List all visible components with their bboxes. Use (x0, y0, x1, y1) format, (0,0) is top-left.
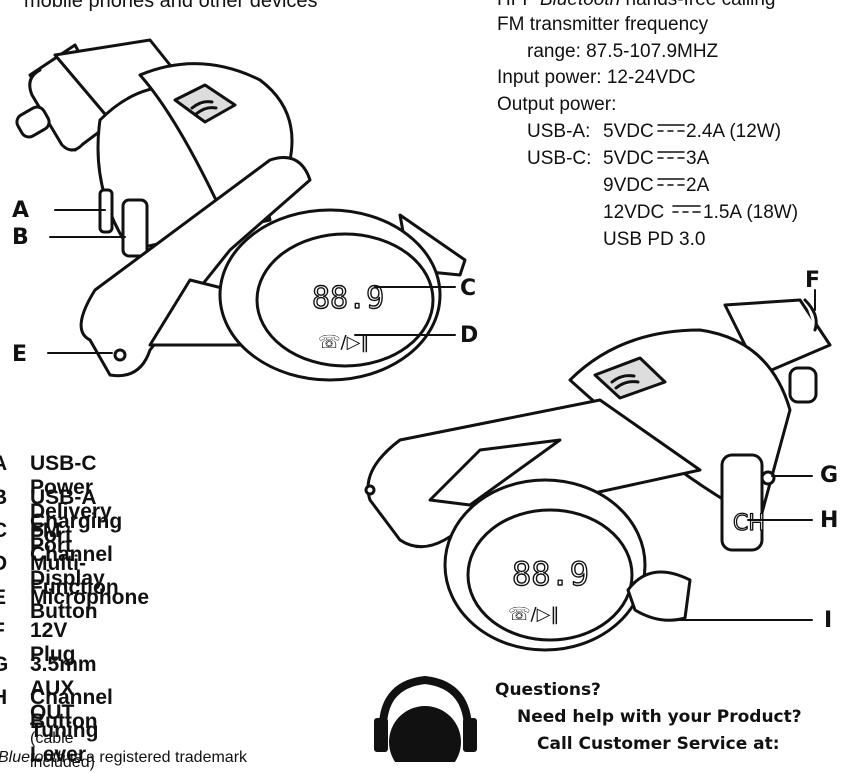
callout-h: H (820, 508, 838, 533)
legend-letter: D (0, 552, 12, 576)
callout-b: B (12, 225, 29, 250)
callout-g: G (820, 463, 838, 488)
legend-letter: G (0, 653, 12, 677)
multi-function-button-glyphs-2: ☏/▷‖ (508, 604, 559, 625)
legend-label: Microphone (30, 586, 149, 610)
legend-letter: A (0, 452, 12, 476)
headset-icon (374, 680, 477, 762)
trademark-note: Bluetooth is a registered trademark (0, 749, 247, 767)
callout-i: I (824, 608, 832, 633)
callout-e: E (12, 342, 27, 367)
support-questions: Questions? (495, 680, 601, 700)
legend-letter: F (0, 619, 12, 643)
legend-letter: B (0, 486, 12, 510)
callout-a: A (12, 198, 29, 223)
callout-d: D (460, 323, 478, 348)
channel-button-label: CH (733, 511, 765, 536)
support-call: Call Customer Service at: (537, 734, 780, 754)
channel-display-digits-2: 88.9 (512, 555, 589, 593)
support-help: Need help with your Product? (517, 707, 802, 727)
legend-letter: E (0, 586, 12, 610)
legend-letter: I (0, 719, 12, 743)
callout-c: C (460, 276, 476, 301)
legend-letter: C (0, 519, 12, 543)
channel-display-digits-1: 88.9 (312, 281, 384, 316)
callout-f: F (805, 268, 820, 293)
legend-letter: H (0, 686, 12, 710)
